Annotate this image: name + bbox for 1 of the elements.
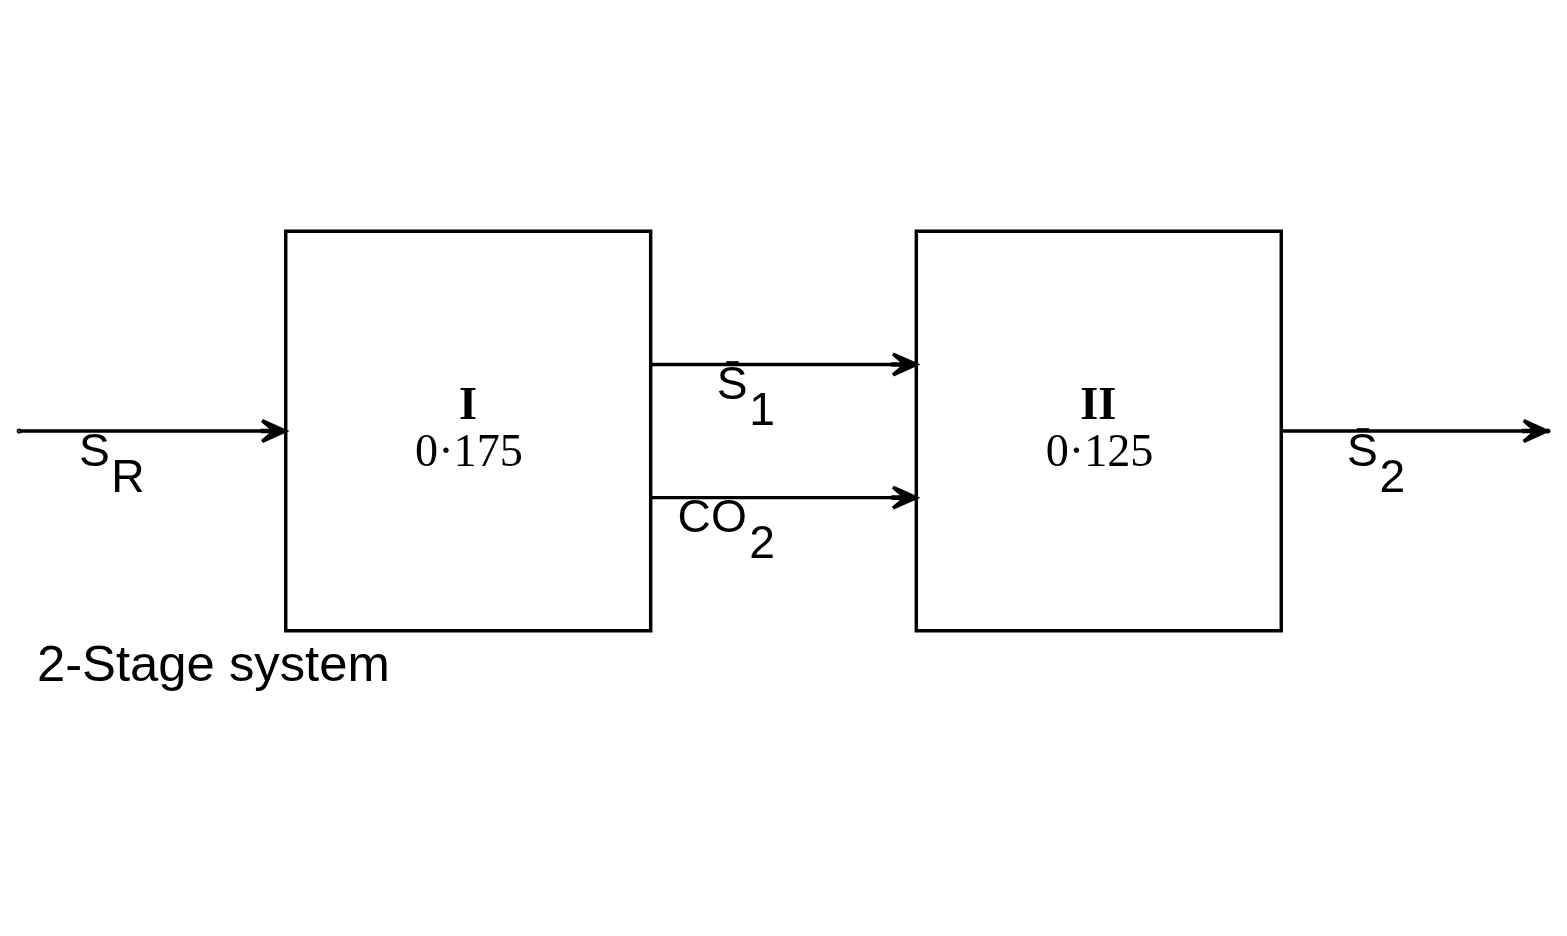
caption: 2-Stage system (36, 634, 390, 692)
